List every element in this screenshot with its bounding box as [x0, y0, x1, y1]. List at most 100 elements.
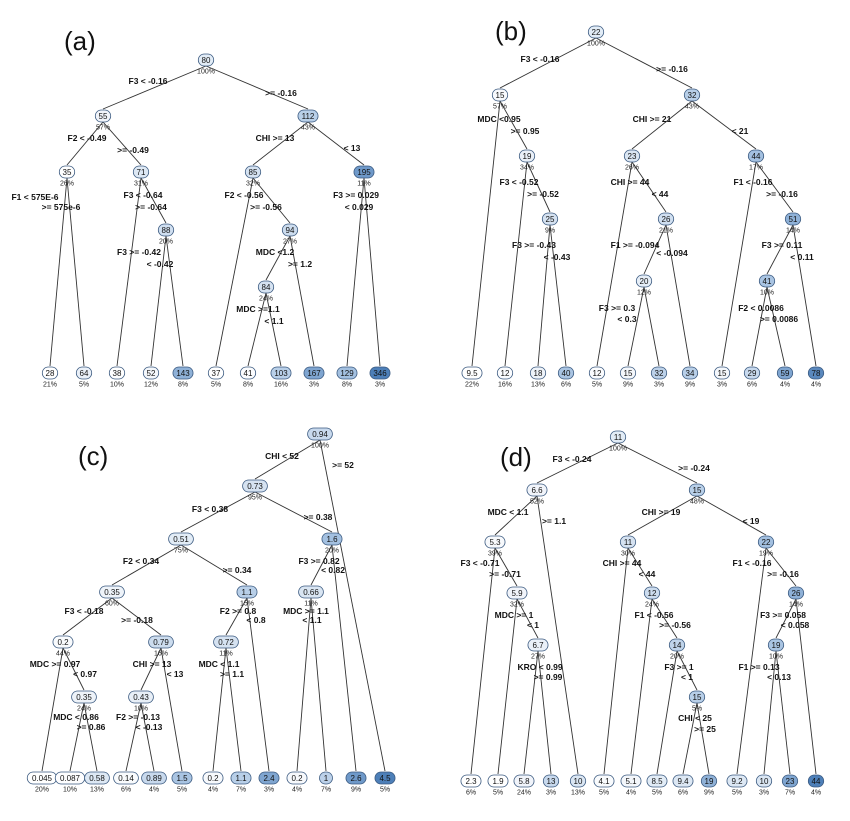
- tree-edge: [254, 491, 333, 533]
- tree-leaf-percent: 5%: [380, 787, 390, 794]
- tree-node-value: 23: [628, 152, 637, 161]
- split-label: < -0.42: [147, 259, 174, 269]
- split-label: >= -0.64: [135, 202, 167, 212]
- tree-leaf-box: [258, 771, 280, 785]
- split-label: F3 < 0.38: [192, 504, 228, 514]
- tree-edge: [140, 702, 155, 772]
- tree-node-percent: 10%: [760, 290, 774, 297]
- split-label: F3 < -0.18: [65, 606, 104, 616]
- tree-node-box: [683, 88, 701, 102]
- tree-leaf-box: [460, 774, 482, 788]
- split-label: F3 >= -0.43: [512, 240, 556, 250]
- split-label: >= 1.1: [220, 669, 244, 679]
- tree-leaf-percent: 16%: [274, 382, 288, 389]
- panel-label: (b): [495, 16, 527, 46]
- split-label: >= -0.56: [659, 620, 691, 630]
- split-label: F1 >= -0.094: [611, 240, 660, 250]
- tree-node-box: [132, 165, 150, 179]
- tree-edge: [69, 702, 85, 772]
- tree-leaf-box: [755, 774, 773, 788]
- split-label: F3 < -0.52: [500, 177, 539, 187]
- tree-node-box: [757, 535, 775, 549]
- tree-edge: [111, 597, 162, 636]
- tree-leaf-box: [319, 771, 333, 785]
- tree-leaf: 17%: [319, 771, 333, 794]
- split-label: >= 0.86: [77, 722, 106, 732]
- tree-edge: [494, 495, 538, 536]
- tree-node-percent: 100%: [609, 446, 627, 453]
- tree-leaf-percent: 21%: [43, 382, 57, 389]
- split-label: MDC < 0.86: [53, 712, 99, 722]
- tree-leaf: 1.95%: [487, 774, 509, 797]
- tree-node-value: 22: [762, 538, 771, 547]
- tree-edge: [766, 286, 786, 367]
- tree-edge: [499, 100, 528, 150]
- split-label: F2 >= -0.13: [116, 712, 160, 722]
- tree-node-box: [244, 165, 262, 179]
- tree-node-box: [623, 149, 641, 163]
- tree-node: 11 100%: [609, 430, 627, 453]
- tree-node-percent: 9%: [545, 228, 555, 235]
- tree-leaf-percent: 3%: [375, 382, 385, 389]
- tree-node-box: [527, 638, 549, 652]
- tree-edge: [363, 177, 381, 367]
- split-label: F1 >= 0.13: [738, 662, 779, 672]
- tree-edge: [603, 547, 629, 775]
- tree-leaf-value: 346: [373, 369, 387, 378]
- tree-leaf-percent: 13%: [531, 382, 545, 389]
- tree-leaf-percent: 3%: [759, 790, 769, 797]
- tree-node-value: 26: [792, 589, 801, 598]
- tree-leaf-box: [41, 366, 59, 380]
- tree-node-box: [747, 149, 765, 163]
- tree-node-box: [491, 88, 509, 102]
- tree-node-value: 0.35: [104, 588, 120, 597]
- split-label: CHI >= 21: [633, 114, 672, 124]
- tree-leaf-box: [171, 771, 193, 785]
- tree-edge: [656, 650, 678, 775]
- tree-leaf-value: 0.2: [207, 774, 219, 783]
- tree-edges: [471, 37, 817, 367]
- tree-leaf-box: [807, 774, 825, 788]
- tree-leaf-value: 103: [274, 369, 288, 378]
- tree-edge: [526, 161, 551, 213]
- tree-node-value: 20: [640, 277, 649, 286]
- tree-node-value: 51: [789, 215, 798, 224]
- tree-leaf-value: 18: [534, 369, 543, 378]
- tree-leaf-percent: 7%: [236, 787, 246, 794]
- tree-leaf-percent: 4%: [149, 787, 159, 794]
- tree-edge: [289, 235, 315, 367]
- tree-edge: [160, 647, 183, 772]
- panel-label: (d): [500, 442, 532, 472]
- tree-node-value: 11: [614, 433, 623, 442]
- tree-node-value: 112: [302, 112, 315, 121]
- tree-leaf-value: 15: [624, 369, 633, 378]
- tree-leaf-value: 0.045: [32, 774, 53, 783]
- tree-leaf-box: [286, 771, 308, 785]
- tree-node-percent: 24%: [645, 602, 659, 609]
- tree-node-value: 35: [63, 168, 72, 177]
- split-label: < 0.13: [767, 672, 791, 682]
- split-label: MDC >=1.1: [236, 304, 280, 314]
- tree-edge: [296, 597, 312, 772]
- split-label: >= 25: [694, 724, 716, 734]
- tree-leaf-percent: 10%: [110, 382, 124, 389]
- tree-edge: [755, 161, 794, 213]
- tree-edge: [617, 442, 698, 484]
- tree-leaf: 103%: [755, 774, 773, 797]
- tree-node-percent: 32%: [246, 181, 260, 188]
- tree-leaf-box: [620, 774, 642, 788]
- tree-edge: [470, 547, 496, 775]
- tree-edge: [537, 650, 552, 775]
- tree-node-percent: 10%: [134, 706, 148, 713]
